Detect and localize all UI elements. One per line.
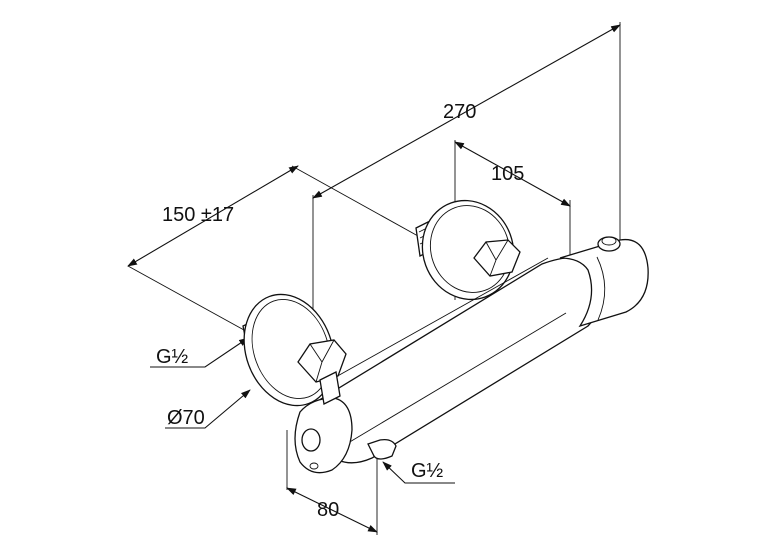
flow-handle-center	[301, 428, 321, 452]
front-wall-connection	[242, 293, 347, 407]
leader-rosette	[165, 389, 251, 429]
dim-line-150	[127, 165, 299, 267]
dim-line-270	[312, 24, 621, 199]
dim-text-105: 105	[491, 163, 524, 185]
body-bottom-edge	[342, 312, 567, 447]
rear-wall-connection	[415, 199, 521, 301]
dim-text-80: 80	[317, 499, 339, 521]
leader-thread-outlet	[382, 461, 455, 484]
dim-line-80	[286, 487, 378, 533]
handle-ring	[596, 256, 606, 321]
body-top-edge	[333, 257, 549, 379]
ext-line-150-right	[291, 165, 419, 237]
dim-line-105	[454, 141, 571, 207]
thermostat-body	[294, 236, 649, 474]
callout-thread-outlet: G½	[411, 460, 444, 482]
callout-thread-left: G½	[156, 346, 189, 368]
outlet-spigot	[367, 438, 397, 460]
safety-stop-button	[597, 236, 621, 252]
front-connector	[319, 371, 341, 405]
callout-rosette-diameter: Ø70	[167, 407, 205, 429]
dim-text-150: 150 ±17	[162, 204, 234, 226]
leader-thread-left	[150, 337, 249, 368]
dimension-lines	[127, 22, 621, 535]
ext-line-150-left	[127, 265, 245, 331]
dim-text-270: 270	[443, 101, 476, 123]
